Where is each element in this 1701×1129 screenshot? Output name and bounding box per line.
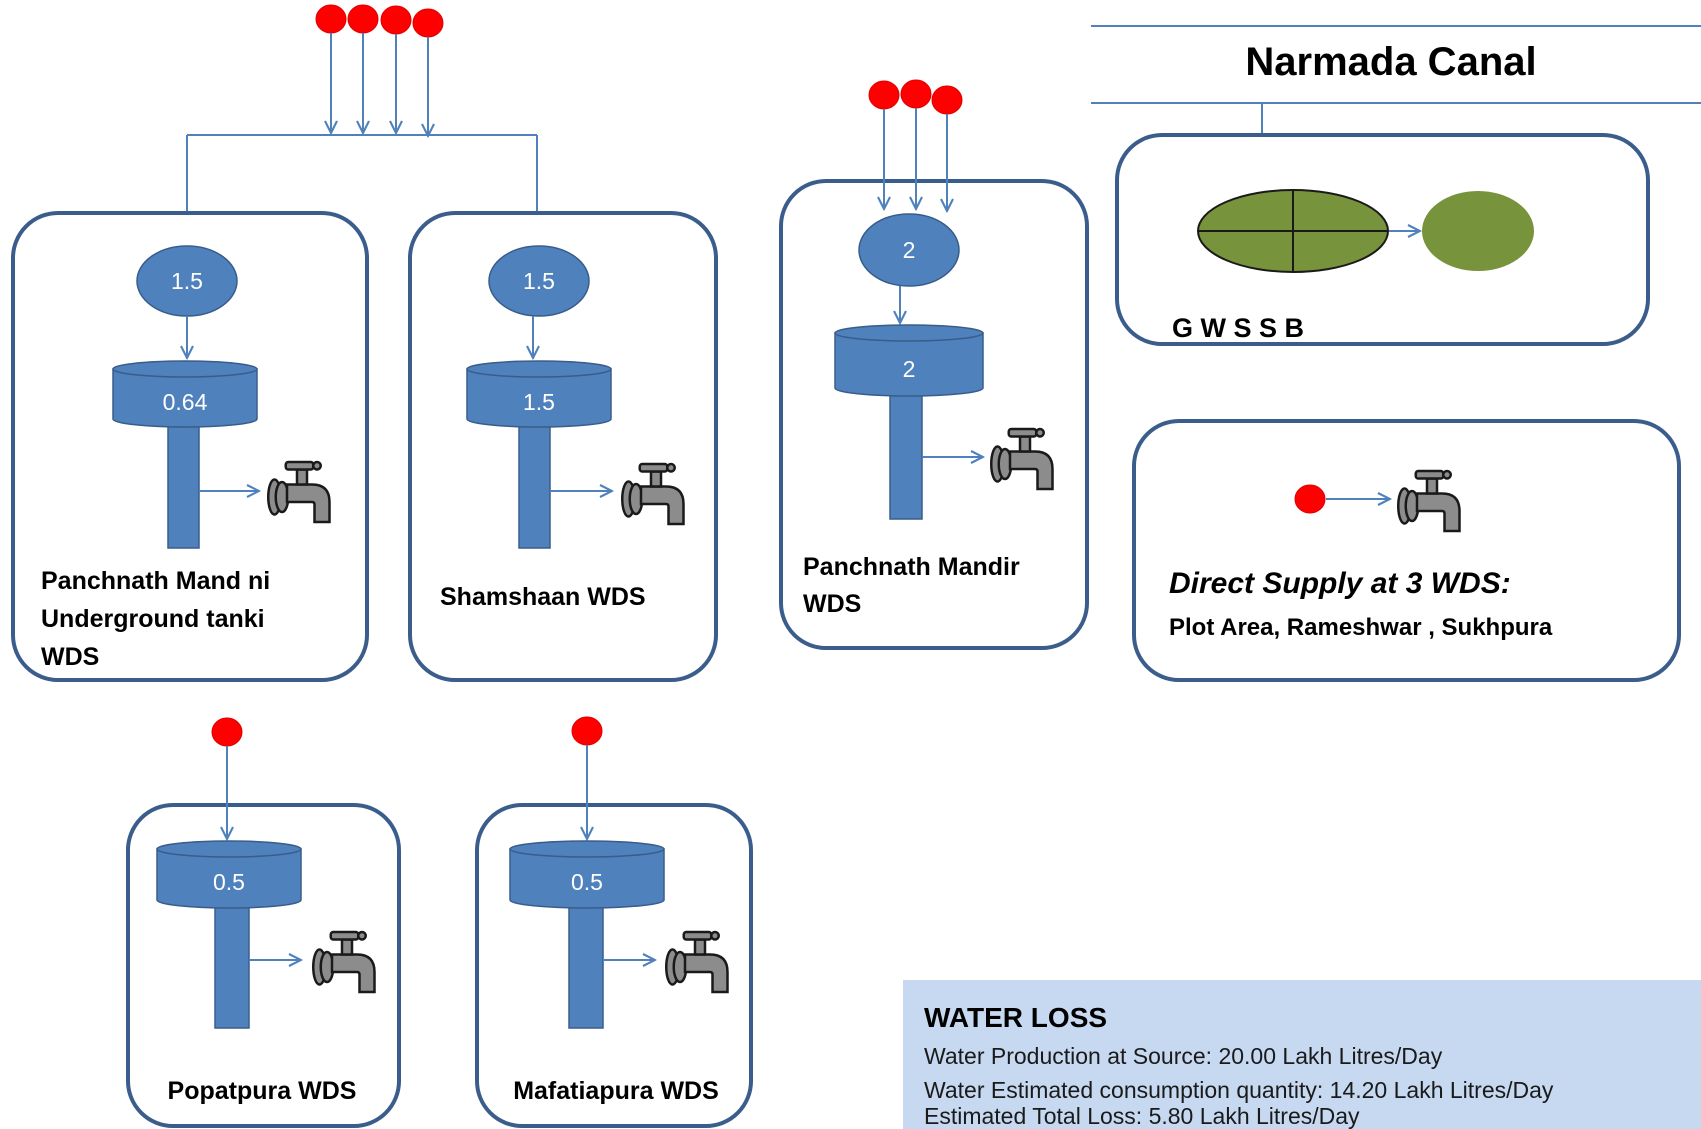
source-dot [900,79,932,109]
station-shamshaan: 1.5 1.5 Shamshaan WDS [408,211,718,682]
overhead-tank [156,848,302,909]
tank-stand [518,418,551,549]
overhead-tank-top [509,840,665,858]
source-value: 1.5 [171,268,203,294]
tank-value: 2 [903,356,916,382]
overhead-tank [509,848,665,909]
source-sump [858,213,960,287]
station-name: WDS [803,590,861,618]
tank-stand [889,387,923,520]
direct-supply-heading: Direct Supply at 3 WDS: [1169,567,1511,600]
source-dot [571,716,603,746]
source-value: 2 [903,237,916,263]
source-value: 1.5 [523,268,555,294]
station-name: Mafatiapura WDS [513,1077,719,1105]
station-mafatiapura: 0.5 Mafatiapura WDS [475,716,753,1128]
water-loss-line: Estimated Total Loss: 5.80 Lakh Litres/D… [924,1103,1360,1129]
water-loss-heading: WATER LOSS [924,1002,1107,1033]
source-dot [315,4,347,34]
source-dot [380,5,412,35]
tank-stand [214,899,250,1029]
overhead-tank-top [466,360,612,378]
source-dot [412,8,444,38]
station-box [408,211,718,682]
tank-value: 0.5 [213,869,245,895]
overhead-tank [834,332,984,397]
station-name: Underground tanki [41,605,265,633]
tank-value: 0.64 [163,389,208,415]
tank-value: 1.5 [523,389,555,415]
source-sump [488,245,590,317]
overhead-tank [112,368,258,428]
direct-supply: Direct Supply at 3 WDS: Plot Area, Rames… [1132,419,1681,682]
source-dot [347,4,379,34]
source-dot [211,717,243,747]
direct-supply-box [1132,419,1681,682]
overhead-tank-top [834,324,984,342]
clear-water-reservoir [1422,191,1534,271]
station-name: Popatpura WDS [168,1077,357,1105]
overhead-tank [466,368,612,428]
station-panchnath-mand: 1.5 0.64 Panchnath Mand ni Underground t… [11,211,369,682]
narmada-canal: Narmada Canal [1091,25,1701,180]
tank-value: 0.5 [571,869,603,895]
overhead-tank-top [112,360,258,378]
water-loss-panel: WATER LOSS Water Production at Source: 2… [903,980,1701,1129]
source-dot [1294,484,1326,514]
station-name: Panchnath Mandir [803,553,1020,581]
canal-title: Narmada Canal [1245,40,1536,84]
water-loss-background [903,980,1701,1129]
tank-stand [167,418,200,549]
water-loss-line: Water Estimated consumption quantity: 14… [924,1077,1554,1103]
station-box [779,179,1089,650]
gwssb-plant: G W S S B [1115,133,1650,346]
source-dot [868,80,900,110]
tank-stand [568,899,604,1029]
gwssb-label: G W S S B [1172,313,1304,343]
shared-sources-group [187,4,537,246]
direct-supply-areas: Plot Area, Rameshwar , Sukhpura [1169,614,1553,641]
water-loss-line: Water Production at Source: 20.00 Lakh L… [924,1043,1443,1069]
station-popatpura: 0.5 Popatpura WDS [126,717,401,1128]
station-name: Shamshaan WDS [440,583,646,611]
station-panchnath-mandir: 2 2 Panchnath Mandir WDS [779,79,1089,650]
overhead-tank-top [156,840,302,858]
source-dot [931,85,963,115]
station-name: Panchnath Mand ni [41,567,270,595]
station-name: WDS [41,643,99,671]
